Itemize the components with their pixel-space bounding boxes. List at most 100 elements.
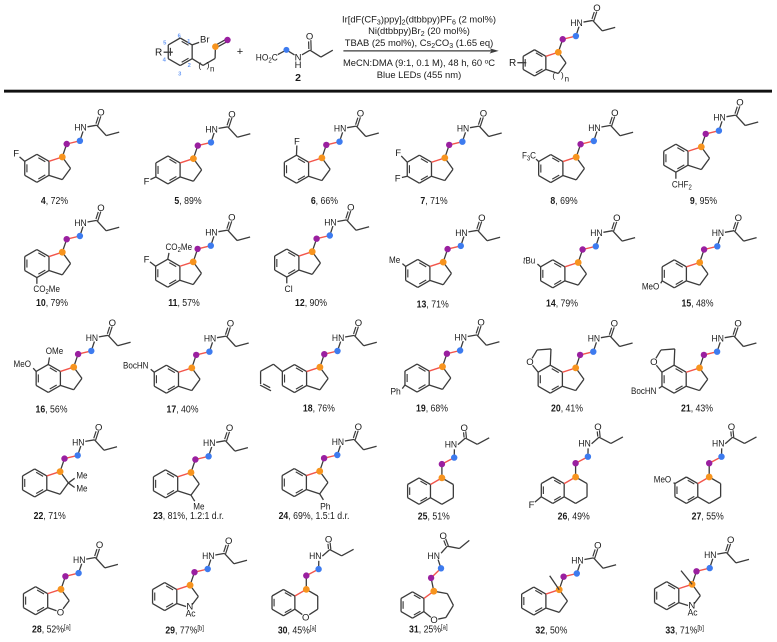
svg-text:HN: HN: [570, 18, 582, 29]
svg-text:HN: HN: [74, 217, 86, 228]
svg-text:21, 43%: 21, 43%: [681, 403, 713, 415]
svg-text:5, 89%: 5, 89%: [174, 196, 202, 208]
svg-text:12, 90%: 12, 90%: [295, 297, 327, 309]
svg-text:6, 66%: 6, 66%: [311, 196, 339, 208]
svg-text:HN: HN: [571, 555, 583, 566]
svg-text:HN: HN: [324, 217, 336, 228]
svg-text:HN: HN: [457, 123, 469, 134]
svg-text:O: O: [97, 203, 104, 214]
svg-text:HN: HN: [309, 551, 321, 562]
svg-text:Blue LEDs (455 nm): Blue LEDs (455 nm): [377, 69, 461, 80]
svg-text:HN: HN: [578, 438, 590, 449]
svg-text:tBu: tBu: [523, 255, 535, 266]
svg-text:O: O: [325, 534, 332, 545]
svg-text:O: O: [57, 607, 64, 618]
svg-text:2: 2: [188, 63, 191, 69]
svg-text:O: O: [650, 357, 657, 368]
svg-text:O: O: [228, 109, 235, 120]
svg-text:20, 41%: 20, 41%: [551, 403, 583, 415]
svg-text:15, 48%: 15, 48%: [681, 298, 713, 310]
svg-text:O: O: [736, 98, 743, 109]
svg-text:O: O: [225, 536, 232, 547]
svg-text:Ac: Ac: [186, 608, 196, 619]
svg-text:HN: HN: [712, 333, 724, 344]
svg-text:Br: Br: [200, 34, 210, 45]
svg-text:18, 76%: 18, 76%: [303, 403, 335, 415]
svg-text:14, 79%: 14, 79%: [546, 298, 578, 310]
svg-text:O: O: [594, 540, 601, 551]
svg-text:O: O: [613, 213, 620, 224]
svg-text:13, 71%: 13, 71%: [417, 299, 449, 311]
svg-text:BocHN: BocHN: [123, 360, 149, 371]
svg-text:HN: HN: [205, 124, 217, 135]
svg-text:O: O: [227, 319, 234, 330]
svg-text:O: O: [440, 531, 447, 542]
svg-text:19, 68%: 19, 68%: [416, 403, 448, 415]
svg-text:O: O: [611, 319, 618, 330]
svg-text:17, 40%: 17, 40%: [166, 404, 198, 416]
svg-text:8, 69%: 8, 69%: [550, 196, 578, 208]
svg-text:HN: HN: [205, 227, 217, 238]
svg-text:O: O: [109, 318, 116, 329]
svg-text:OMe: OMe: [46, 345, 64, 356]
svg-text:O: O: [734, 319, 741, 330]
svg-text:O: O: [226, 423, 233, 434]
svg-text:MeO: MeO: [654, 474, 672, 485]
svg-text:O: O: [477, 317, 484, 328]
svg-text:F: F: [529, 500, 535, 511]
svg-text:HN: HN: [332, 436, 344, 447]
svg-text:HN: HN: [704, 550, 716, 561]
svg-text:HN: HN: [713, 112, 725, 123]
svg-text:O: O: [95, 422, 102, 433]
svg-text:O: O: [593, 3, 600, 14]
svg-text:F: F: [294, 136, 300, 147]
svg-text:HN: HN: [712, 228, 724, 239]
svg-text:O: O: [96, 540, 103, 551]
svg-text:O: O: [302, 612, 309, 623]
svg-text:27, 55%: 27, 55%: [692, 511, 724, 523]
svg-text:11, 57%: 11, 57%: [168, 297, 200, 309]
svg-text:O: O: [727, 535, 734, 546]
svg-text:HN: HN: [588, 333, 600, 344]
svg-text:O: O: [347, 202, 354, 213]
svg-text:F: F: [144, 254, 150, 265]
svg-text:H: H: [295, 60, 302, 71]
svg-text:HN: HN: [455, 227, 467, 238]
svg-text:(: (: [552, 71, 555, 81]
svg-text:F: F: [144, 176, 150, 187]
svg-text:Me: Me: [76, 483, 87, 494]
svg-text:+: +: [237, 46, 243, 58]
svg-text:25, 51%: 25, 51%: [418, 511, 450, 523]
svg-text:Cl: Cl: [285, 284, 293, 295]
svg-text:O: O: [594, 422, 601, 433]
svg-text:O: O: [306, 32, 313, 43]
svg-text:HN: HN: [72, 437, 84, 448]
svg-text:HN: HN: [445, 439, 457, 450]
svg-text:(: (: [198, 61, 201, 71]
svg-text:16, 56%: 16, 56%: [35, 404, 67, 416]
svg-text:O: O: [355, 318, 362, 329]
svg-text:Me: Me: [76, 470, 87, 481]
svg-text:O: O: [526, 357, 533, 368]
svg-text:HN: HN: [428, 550, 440, 561]
svg-text:O: O: [461, 423, 468, 434]
svg-text:R: R: [509, 58, 516, 69]
svg-text:Ac: Ac: [688, 607, 698, 618]
svg-text:10, 79%: 10, 79%: [36, 297, 68, 309]
svg-text:HN: HN: [455, 332, 467, 343]
svg-text:32, 50%: 32, 50%: [535, 625, 567, 637]
svg-text:2: 2: [295, 72, 301, 84]
svg-text:MeO: MeO: [14, 358, 32, 369]
svg-text:HN: HN: [203, 438, 215, 449]
svg-text:): ): [561, 70, 564, 80]
svg-text:HN: HN: [86, 332, 98, 343]
svg-text:Ph: Ph: [390, 386, 400, 397]
svg-text:HN: HN: [74, 122, 86, 133]
svg-text:HN: HN: [590, 228, 602, 239]
svg-text:4, 72%: 4, 72%: [41, 196, 69, 208]
svg-text:26, 49%: 26, 49%: [558, 511, 590, 523]
svg-text:22, 71%: 22, 71%: [34, 510, 66, 522]
svg-text:Me: Me: [389, 254, 400, 265]
svg-text:O: O: [728, 422, 735, 433]
svg-text:O: O: [97, 108, 104, 119]
